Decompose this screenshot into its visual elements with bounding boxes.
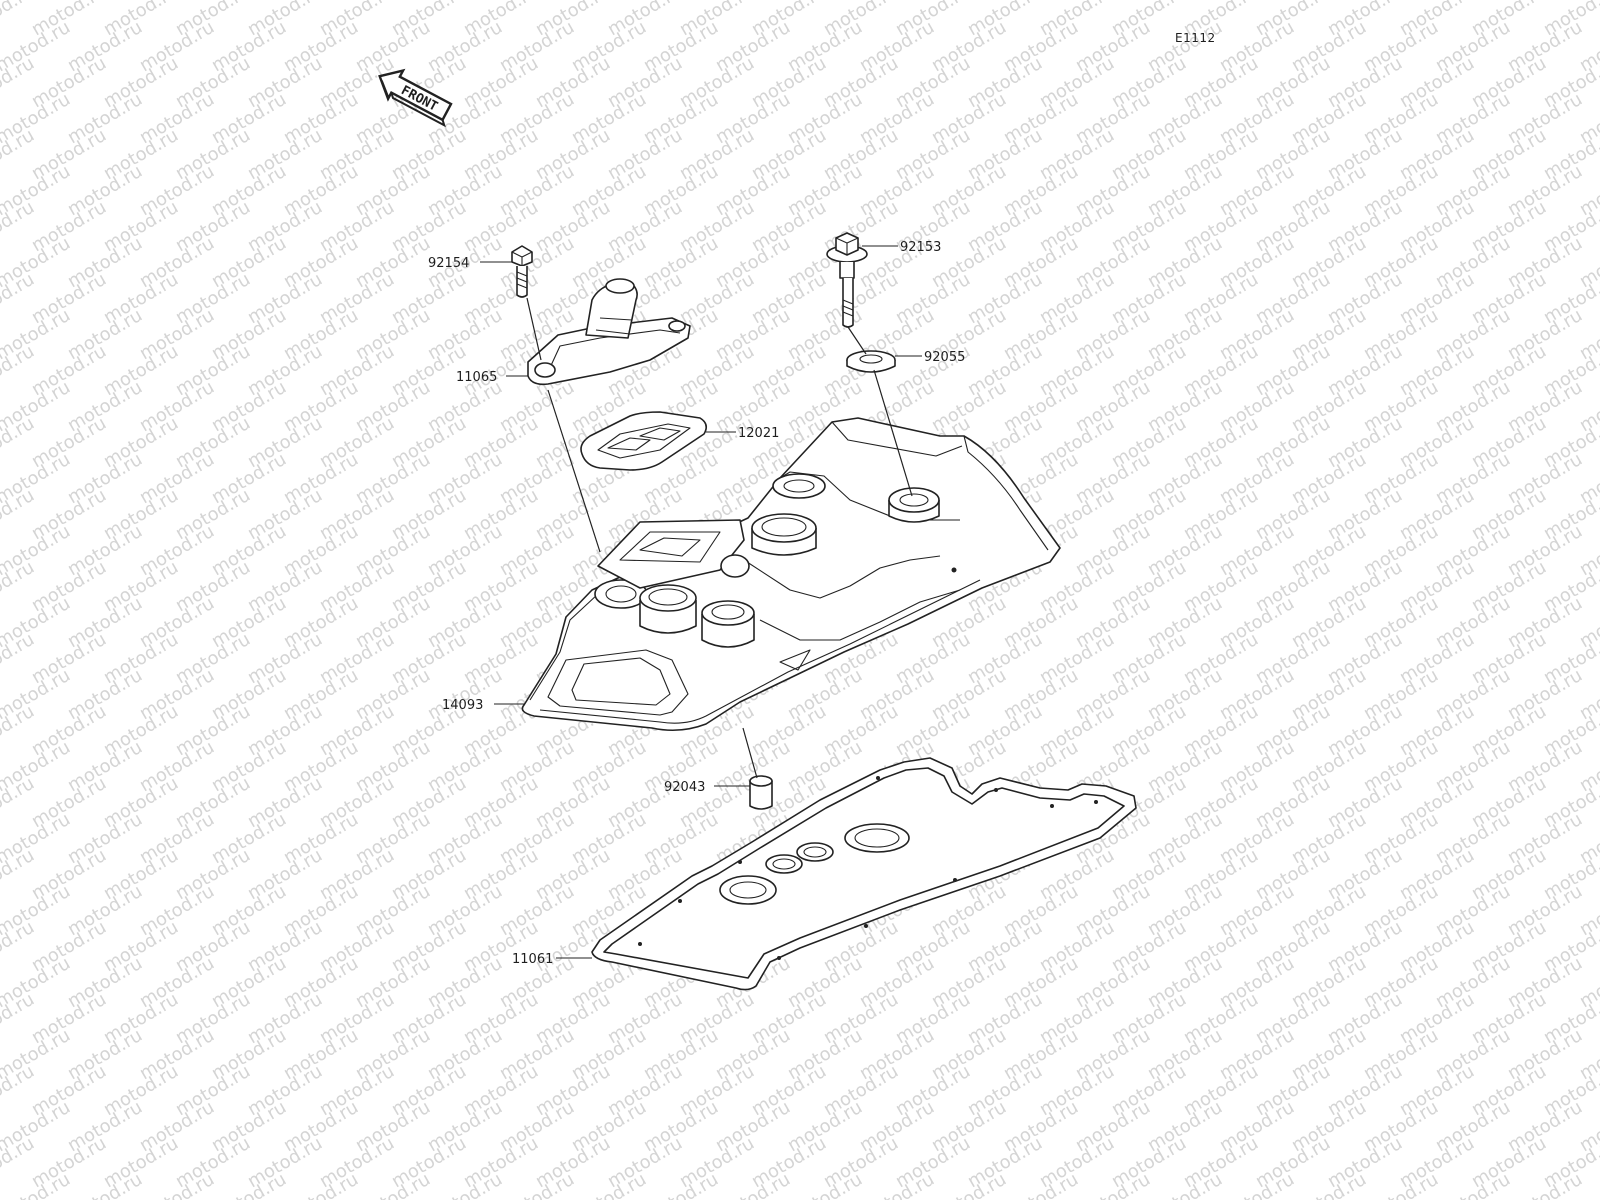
part-label-11065[interactable]: 11065 (456, 370, 497, 385)
part-label-92154[interactable]: 92154 (428, 256, 469, 271)
dowel-92043 (749, 775, 773, 810)
diagram-code: E1112 (1175, 31, 1216, 45)
part-label-92055[interactable]: 92055 (924, 350, 965, 365)
part-label-14093[interactable]: 14093 (442, 698, 483, 713)
part-label-92153[interactable]: 92153 (900, 240, 941, 255)
watermark-text: motod.ru (1576, 0, 1600, 4)
grommet-92055 (846, 350, 896, 373)
part-label-12021[interactable]: 12021 (738, 426, 779, 441)
part-label-11061[interactable]: 11061 (512, 952, 553, 967)
watermark-text: motod.ru (0, 1169, 2, 1200)
part-label-92043[interactable]: 92043 (664, 780, 705, 795)
